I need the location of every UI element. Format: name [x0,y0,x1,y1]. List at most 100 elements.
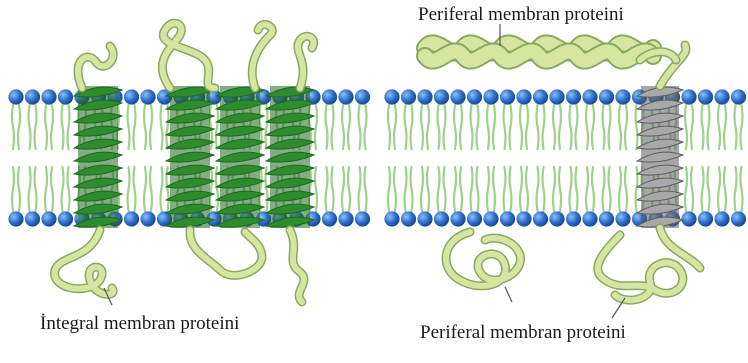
lipid-tail [553,105,555,149]
lipid-head [533,211,548,226]
lipid-tail [35,167,37,211]
lipid-tail [570,167,572,211]
lipid-tail [493,167,495,211]
lipid-tail [460,105,462,149]
lipid-tail [405,105,407,149]
lipid-tail [471,167,473,211]
lipid-tail [691,105,693,149]
lipid-tail [18,167,20,211]
lipid-head [41,89,56,104]
lipid-tail [18,105,20,149]
lipid-tail [150,105,152,149]
lipid-head [434,211,449,226]
lipid-tail [510,167,512,211]
lipid-tail [144,167,146,211]
lipid-tail [326,105,328,149]
lipid-tail [636,105,638,149]
lipid-tail [150,167,152,211]
lipid-tail [342,105,344,149]
lipid-head [615,89,630,104]
lipid-tail [685,167,687,211]
lipid-tail [51,167,53,211]
lipid-tail [741,167,743,211]
lipid-tail [167,105,169,149]
lipid-tail [603,167,605,211]
lipid-tail [619,105,621,149]
lipid-tail [444,167,446,211]
lipid-tail [128,167,130,211]
lipid-head [533,89,548,104]
lipid-tail [161,105,163,149]
lipid-tail [444,105,446,149]
lipid-tail [520,167,522,211]
lipid-tail [12,105,14,149]
lipid-tail [45,167,47,211]
lipid-tail [718,167,720,211]
lipid-tail [394,167,396,211]
lipid-tail [592,167,594,211]
lipid-head [25,211,40,226]
lipid-tail [576,105,578,149]
lipid-head [417,89,432,104]
lipid-tail [510,105,512,149]
lipid-tail [68,105,70,149]
lipid-head [8,211,23,226]
lipid-tail [543,105,545,149]
lipid-tail [735,105,737,149]
lipid-tail [45,105,47,149]
integral-helix [266,86,314,228]
lipid-tail [477,167,479,211]
leader-line [505,287,512,302]
peripheral-protein-top [425,43,653,60]
lipid-tail [51,105,53,149]
lipid-head [41,211,56,226]
lipid-tail [504,105,506,149]
lipid-tail [438,167,440,211]
lipid-head [450,89,465,104]
lipid-head [322,211,337,226]
lipid-head [417,211,432,226]
lipid-tail [471,105,473,149]
lipid-head [681,89,696,104]
lipid-head [549,211,564,226]
lipid-tail [68,167,70,211]
lipid-tail [134,167,136,211]
lipid-head [698,89,713,104]
peripheral-membrane-proteins [425,43,700,300]
lipid-head [58,211,73,226]
integral-helix [74,86,122,228]
lipid-tail [586,105,588,149]
lipid-tail [477,105,479,149]
gray-helix [637,86,683,228]
lipid-tail [62,105,64,149]
peripheral-membrane-protein-label-bottom: Periferal membran proteini [420,322,626,344]
lipid-tail [365,105,367,149]
lipid-tail [12,167,14,211]
lipid-head [500,211,515,226]
integral-helix [166,86,214,228]
lipid-head [516,89,531,104]
lipid-tails [12,105,743,211]
lipid-head [140,89,155,104]
lipid-tail [332,167,334,211]
lipid-tail [537,167,539,211]
lipid-tail [487,105,489,149]
lipid-tail [543,167,545,211]
lipid-head [355,89,370,104]
lipid-tail [454,167,456,211]
lipid-tail [691,167,693,211]
lipid-tail [559,105,561,149]
lipid-head [467,211,482,226]
lipid-tail [708,105,710,149]
lipid-head [322,89,337,104]
lipid-tail [62,167,64,211]
lipid-head [58,89,73,104]
lipid-tail [359,105,361,149]
lipid-tail [685,105,687,149]
lipid-tail [460,167,462,211]
lipid-tail [359,167,361,211]
lipid-head [338,211,353,226]
peripheral-membrane-protein-label-top: Periferal membran proteini [418,4,624,26]
lipid-tail [570,105,572,149]
